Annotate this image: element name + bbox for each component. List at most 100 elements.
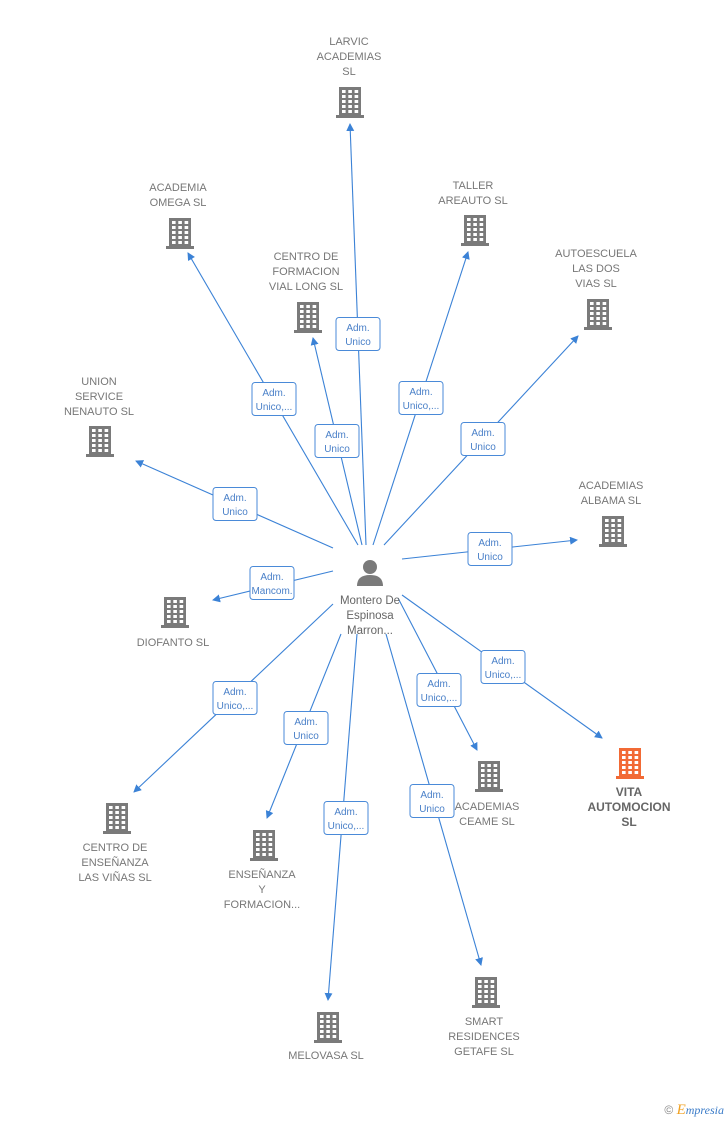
role-line-2: Unico xyxy=(293,731,319,742)
role-label-ensenanza-formacion[interactable]: Adm. Unico xyxy=(283,711,329,745)
company-node-academias-albama[interactable]: ACADEMIAS ALBAMA SL xyxy=(579,480,644,547)
building-icon xyxy=(472,977,500,1008)
empresia-watermark: © Empresia xyxy=(664,1102,724,1119)
role-line-2: Unico xyxy=(345,337,371,348)
company-node-larvic[interactable]: LARVIC ACADEMIAS SL xyxy=(317,36,382,118)
company-name-line-3: FORMACION... xyxy=(224,899,300,911)
building-icon xyxy=(475,761,503,792)
company-node-academia-omega[interactable]: ACADEMIA OMEGA SL xyxy=(149,182,207,249)
role-label-diofanto[interactable]: Adm. Mancom. xyxy=(249,566,295,600)
role-line-1: Adm. xyxy=(420,790,443,801)
role-label-academias-ceame[interactable]: Adm.Unico,... xyxy=(416,673,462,707)
role-line-2: Unico xyxy=(477,552,503,563)
role-line-1: Adm. xyxy=(262,388,285,399)
building-icon xyxy=(584,299,612,330)
company-name-line-2: LAS DOS xyxy=(572,263,620,275)
company-node-autoescuela-dos-vias[interactable]: AUTOESCUELA LAS DOS VIAS SL xyxy=(555,248,638,330)
company-name-line-3: LAS VIÑAS SL xyxy=(78,871,151,884)
brand-name: mpresia xyxy=(685,1103,724,1117)
role-label-smart-residences[interactable]: Adm. Unico xyxy=(409,784,455,818)
role-line-2: Mancom. xyxy=(251,586,292,597)
building-icon xyxy=(461,215,489,246)
company-name-line-2: ALBAMA SL xyxy=(581,495,642,507)
company-name-line-2: AUTOMOCION xyxy=(587,800,670,814)
role-label-centro-ensenanza[interactable]: Adm. Unico,... xyxy=(212,681,258,715)
company-name-line-3: VIAL LONG SL xyxy=(269,281,343,293)
company-name-line-1: ACADEMIA xyxy=(149,182,207,194)
role-line-2: Unico,... xyxy=(217,701,254,712)
role-line-2: Unico xyxy=(324,444,350,455)
role-line-2: Unico xyxy=(470,442,496,453)
company-name-line-1: LARVIC xyxy=(329,36,369,48)
role-line-1: Adm. xyxy=(223,687,246,698)
role-line-1: Adm. xyxy=(471,428,494,439)
company-node-melovasa[interactable]: MELOVASA SL xyxy=(288,1012,364,1062)
company-name-line-2: OMEGA SL xyxy=(150,197,207,209)
role-line-1: Adm. xyxy=(409,387,432,398)
role-line-2: Unico,... xyxy=(328,821,365,832)
company-name-line-1: ACADEMIAS xyxy=(579,480,644,492)
company-name-line-1: MELOVASA SL xyxy=(288,1050,364,1062)
role-line-2: Unico xyxy=(222,507,248,518)
company-name-line-1: DIOFANTO SL xyxy=(137,637,210,649)
building-icon xyxy=(166,218,194,249)
role-line-1: Adm. xyxy=(294,717,317,728)
role-label-centro-formacion-vial[interactable]: Adm.Unico xyxy=(314,424,360,458)
building-icon xyxy=(161,597,189,628)
role-line-2: Unico xyxy=(419,804,445,815)
company-name-line-2: ENSEÑANZA xyxy=(81,856,149,869)
role-label-union-service[interactable]: Adm.Unico xyxy=(212,487,258,521)
company-name-line-1: CENTRO DE xyxy=(274,251,339,263)
center-node[interactable]: Montero De Espinosa Marron... xyxy=(340,560,400,637)
role-line-1: Adm. xyxy=(334,807,357,818)
company-name-line-3: SL xyxy=(342,66,355,78)
role-line-2: Unico,... xyxy=(485,670,522,681)
company-node-centro-formacion-vial[interactable]: CENTRO DE FORMACION VIAL LONG SL xyxy=(269,251,343,333)
role-line-2: Unico,... xyxy=(256,402,293,413)
role-line-1: Adm. xyxy=(260,572,283,583)
role-label-larvic[interactable]: Adm.Unico xyxy=(335,317,381,351)
edges-layer: Adm.UnicoAdm.Unico,...Adm.Unico,...Adm.U… xyxy=(133,123,603,1001)
company-name-line-1: ACADEMIAS xyxy=(455,801,520,813)
brand-initial: E xyxy=(676,1102,686,1118)
center-name-line-1: Montero De xyxy=(340,595,400,607)
company-name-line-2: CEAME SL xyxy=(459,816,515,828)
copyright-symbol: © xyxy=(664,1103,674,1117)
company-name-line-3: NENAUTO SL xyxy=(64,406,134,418)
role-line-1: Adm. xyxy=(427,679,450,690)
role-label-vita-automocion[interactable]: Adm.Unico,... xyxy=(480,650,526,684)
company-node-academias-ceame[interactable]: ACADEMIAS CEAME SL xyxy=(455,761,520,828)
company-name-line-2: Y xyxy=(258,884,266,896)
role-label-taller-areauto[interactable]: Adm. Unico,... xyxy=(398,381,444,415)
company-name-line-2: RESIDENCES xyxy=(448,1031,520,1043)
company-node-taller-areauto[interactable]: TALLER AREAUTO SL xyxy=(438,180,508,246)
building-icon xyxy=(294,302,322,333)
company-node-ensenanza-formacion[interactable]: ENSEÑANZAYFORMACION... xyxy=(224,830,300,911)
company-name-line-3: VIAS SL xyxy=(575,278,617,290)
company-name-line-1: TALLER xyxy=(453,180,494,192)
role-line-1: Adm. xyxy=(478,538,501,549)
center-name-line-3: Marron... xyxy=(347,625,393,637)
company-name-line-2: AREAUTO SL xyxy=(438,195,508,207)
building-icon xyxy=(616,748,644,779)
center-name-line-2: Espinosa xyxy=(346,610,394,622)
building-icon xyxy=(336,87,364,118)
role-label-autoescuela-dos-vias[interactable]: Adm. Unico xyxy=(460,422,506,456)
role-label-academia-omega[interactable]: Adm. Unico,... xyxy=(251,382,297,416)
building-icon xyxy=(314,1012,342,1043)
role-label-melovasa[interactable]: Adm. Unico,... xyxy=(323,801,369,835)
company-node-diofanto[interactable]: DIOFANTO SL xyxy=(137,597,210,649)
company-name-line-2: ACADEMIAS xyxy=(317,51,382,63)
role-line-2: Unico,... xyxy=(403,401,440,412)
company-name-line-1: AUTOESCUELA xyxy=(555,248,637,260)
role-label-academias-albama[interactable]: Adm. Unico xyxy=(467,532,513,566)
company-name-line-3: SL xyxy=(621,815,636,829)
company-name-line-2: SERVICE xyxy=(75,391,123,403)
company-name-line-2: FORMACION xyxy=(272,266,339,278)
